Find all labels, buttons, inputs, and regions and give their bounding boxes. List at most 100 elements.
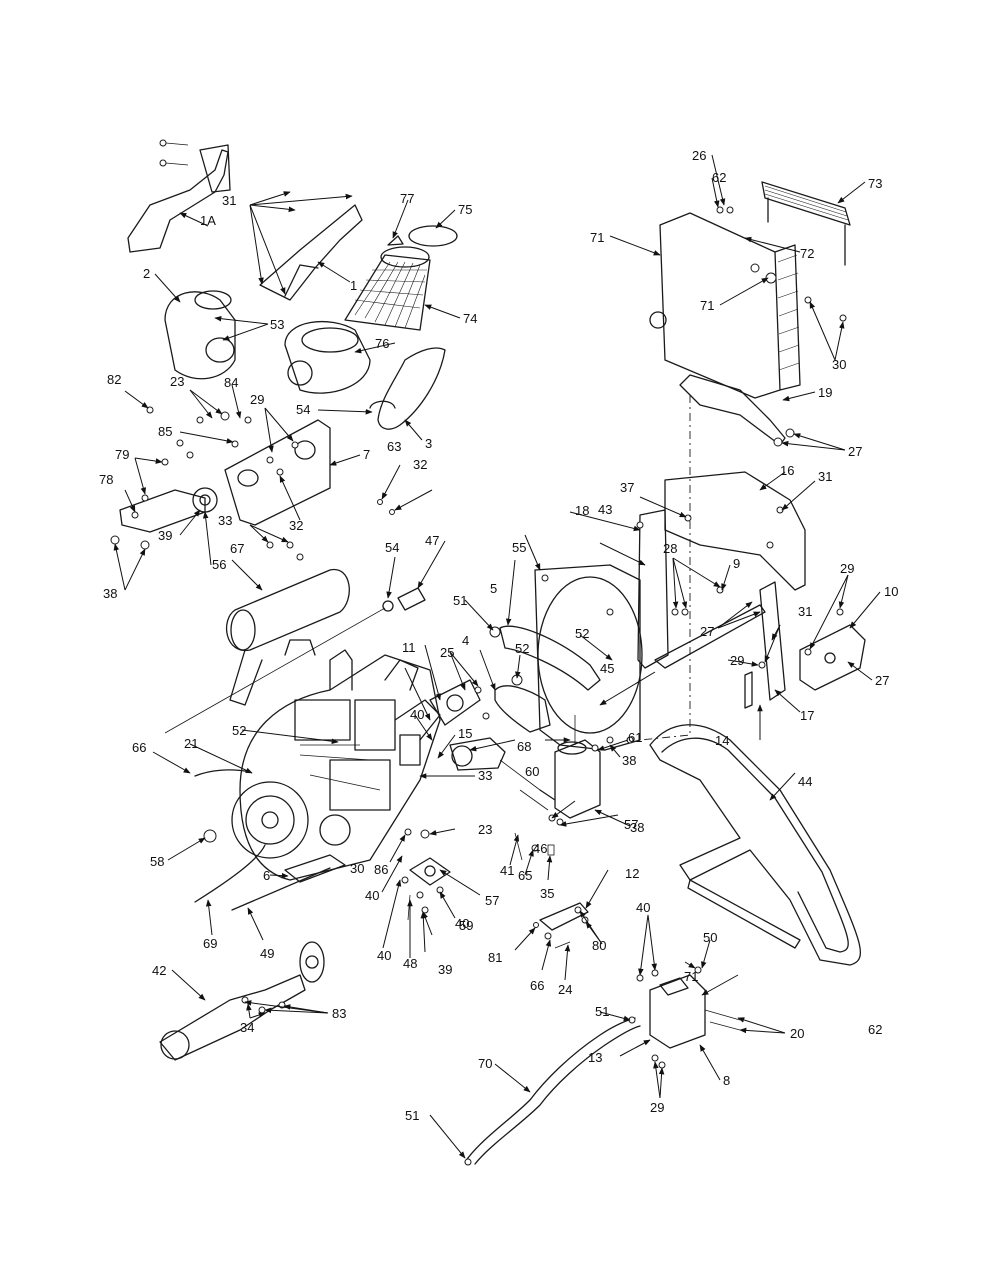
callout-label: 28: [663, 541, 677, 556]
callout-label: 74: [463, 311, 477, 326]
callout-label: 57: [624, 817, 638, 832]
pin-24: [554, 941, 571, 949]
callout-label: 66: [530, 978, 544, 993]
callout-label: 16: [780, 463, 794, 478]
callout-label: 33: [478, 768, 492, 783]
callout-label: 25: [440, 645, 454, 660]
nut-28b: [773, 437, 783, 447]
callout-label: 37: [620, 480, 634, 495]
callout-label: 40: [377, 948, 391, 963]
callout-label: 2: [143, 266, 150, 281]
callout-label: 54: [296, 402, 310, 417]
callout-label: 58: [150, 854, 164, 869]
callout-label: 45: [600, 661, 614, 676]
radiator-72: [649, 206, 847, 399]
filter-element-76: [344, 246, 431, 331]
callout-label: 9: [733, 556, 740, 571]
base-6: [284, 854, 346, 883]
elbow-2: [164, 290, 236, 380]
callout-label: 62: [868, 1022, 882, 1037]
callout-label: 77: [400, 191, 414, 206]
centerline: [639, 395, 691, 741]
callout-label: 1A: [200, 213, 216, 228]
callout-label: 51: [405, 1108, 419, 1123]
callout-label: 83: [332, 1006, 346, 1021]
washer-86: [404, 828, 412, 836]
callout-label: 40: [410, 707, 424, 722]
fuel-hose-71b: [474, 1025, 641, 1165]
intake-hose-3: [377, 347, 446, 430]
fuel-filter-8: [636, 966, 741, 1069]
callout-label: 38: [622, 753, 636, 768]
callout-label: 27: [700, 624, 714, 639]
cable-55: [164, 587, 426, 734]
callout-label: 10: [884, 584, 898, 599]
callout-label: 55: [512, 540, 526, 555]
bracket-57-lower: [401, 857, 451, 921]
callout-label: 82: [107, 372, 121, 387]
callout-label: 50: [703, 930, 717, 945]
callout-label: 40: [455, 916, 469, 931]
callout-label: 63: [387, 439, 401, 454]
clamp-54: [369, 400, 396, 409]
callout-label: 14: [715, 733, 729, 748]
callout-label: 5: [490, 581, 497, 596]
callout-label: 29: [250, 392, 264, 407]
rod-47: [519, 789, 549, 811]
callout-label: 34: [240, 1020, 254, 1035]
callout-label: 33: [218, 513, 232, 528]
callout-label: 86: [374, 862, 388, 877]
oil-cooler-75: [761, 181, 851, 266]
callout-label: 11: [402, 640, 416, 655]
cap-79: [387, 235, 404, 246]
callout-label: 56: [212, 557, 226, 572]
callout-label: 23: [478, 822, 492, 837]
callout-label: 71: [590, 230, 604, 245]
callout-label: 65: [518, 868, 532, 883]
fasteners-left: [110, 406, 395, 561]
bracket-17: [744, 581, 786, 709]
callout-label: 54: [385, 540, 399, 555]
callout-label: 8: [723, 1073, 730, 1088]
callout-label: 4: [462, 633, 469, 648]
ring-77: [408, 225, 458, 247]
callout-label: 29: [840, 561, 854, 576]
callout-label: 71: [684, 969, 698, 984]
callout-label: 3: [425, 436, 432, 451]
callout-label: 66: [132, 740, 146, 755]
callout-label: 12: [625, 866, 639, 881]
callout-label: 21: [184, 736, 198, 751]
callout-label: 52: [575, 626, 589, 641]
upper-hose-5: [499, 625, 601, 691]
callout-label: 27: [875, 673, 889, 688]
callout-label: 59: [459, 918, 473, 933]
callout-label: 61: [628, 730, 642, 745]
pulley-group-25: [429, 679, 490, 726]
callout-label: 39: [438, 962, 452, 977]
callout-label: 31: [818, 469, 832, 484]
callout-label: 19: [818, 385, 832, 400]
washer-67: [544, 932, 552, 940]
callout-label: 70: [478, 1056, 492, 1071]
cable-50: [231, 867, 331, 911]
leaders: [113, 154, 881, 1159]
bracket-plate-1: [259, 204, 363, 301]
callout-label: 1: [350, 278, 357, 293]
callout-label: 84: [224, 375, 238, 390]
callout-label: 75: [458, 202, 472, 217]
bolt-82: [574, 906, 582, 914]
panel-16: [664, 471, 806, 591]
callout-label: 49: [260, 946, 274, 961]
callout-label: 40: [365, 888, 379, 903]
screw-83: [533, 922, 539, 928]
callout-label: 32: [289, 518, 303, 533]
parts: [110, 139, 866, 1166]
callout-label: 73: [868, 176, 882, 191]
callout-label: 51: [453, 593, 467, 608]
nut-28: [785, 428, 795, 438]
callout-label: 29: [730, 653, 744, 668]
callout-label: 47: [425, 533, 439, 548]
callout-label: 35: [540, 886, 554, 901]
callout-label: 24: [558, 982, 572, 997]
